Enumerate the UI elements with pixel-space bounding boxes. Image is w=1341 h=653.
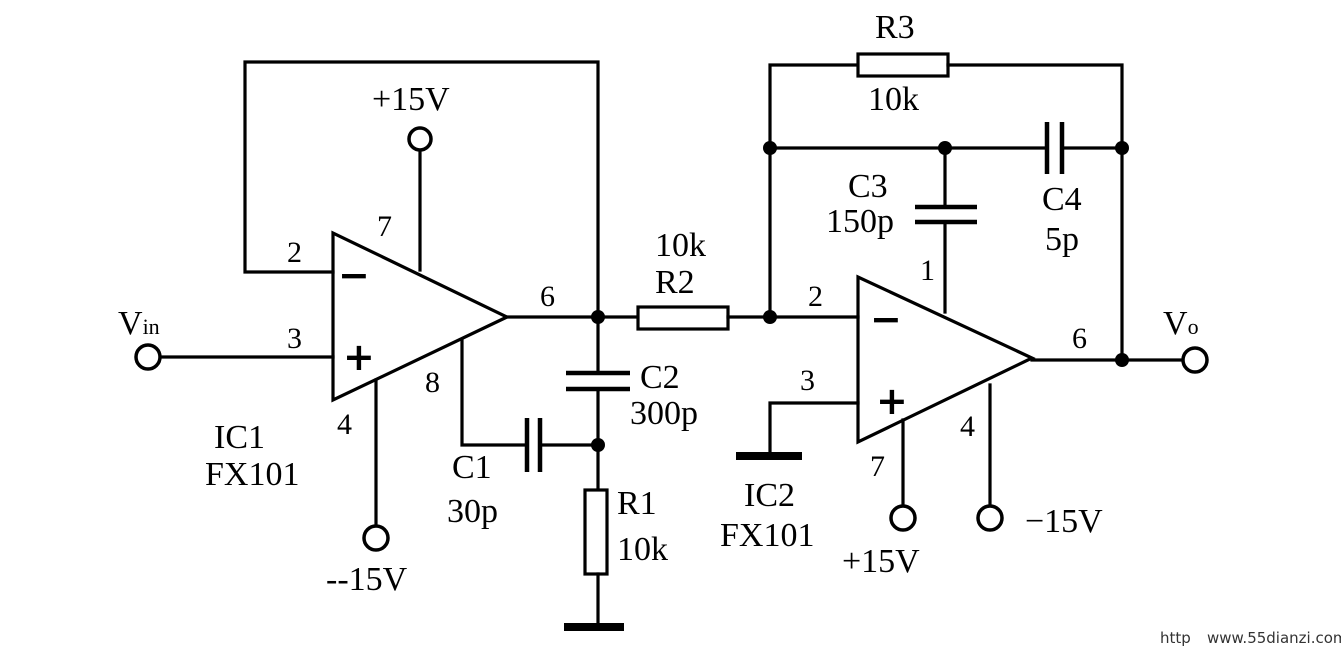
ic2-minus-sign: − [870,297,902,341]
ic2-plus15-label: +15V [842,543,920,580]
ic2-minus15-label: −15V [1025,503,1103,540]
ic2-pin7: 7 [870,450,885,483]
ic2-pin3: 3 [800,364,815,397]
vin-terminal[interactable] [134,343,162,371]
ic1-pin2: 2 [287,236,302,269]
ic2-pin4: 4 [960,410,975,443]
c3-name: C3 [848,168,888,205]
ic1-pin4: 4 [337,408,352,441]
c2-name: C2 [640,359,680,396]
vin-label: Vin [118,305,160,342]
ic1-minus15-label: --15V [326,561,408,598]
ic2-plus-sign: + [876,379,908,423]
r2-name: R2 [655,264,695,301]
c1-c2-r1-node [591,438,605,452]
vo-terminal[interactable] [1181,346,1209,374]
r3-name: R3 [875,9,915,46]
r1-value: 10k [617,531,668,568]
ic1-pin7: 7 [377,210,392,243]
r3-value: 10k [868,81,919,118]
vo-label: Vo [1163,305,1199,342]
ic2-part: FX101 [720,517,814,554]
r2-value: 10k [655,227,706,264]
r3-wire-right [946,63,1124,362]
ic1-plus15-label: +15V [372,81,450,118]
ic1-part: FX101 [205,456,299,493]
c2-value: 300p [630,395,698,432]
feedback-node-left [763,141,777,155]
ic2-minus15-terminal[interactable] [976,504,1004,532]
ic2-name: IC2 [744,477,795,514]
r3-resistor [856,52,950,78]
r1-resistor [583,488,609,576]
ic2-output-node [1115,353,1129,367]
ic2-feedback-left-wire [768,63,860,319]
ic1-pin6: 6 [540,280,555,313]
ic2-pin1: 1 [920,254,935,287]
c3-value: 150p [826,203,894,240]
ic2-noninv-wire [768,401,860,457]
ic2-pin6: 6 [1072,322,1087,355]
c4-name: C4 [1042,181,1082,218]
ic1-minus15-terminal[interactable] [362,524,390,552]
c1-value: 30p [447,493,498,530]
ic1-plus15-terminal[interactable] [407,126,433,152]
watermark-left: http [1160,629,1191,647]
ic1-minus-sign: − [338,253,370,297]
ic1-opamp-symbol [331,230,511,403]
feedback-node-right [1115,141,1129,155]
ic2-plus15-terminal[interactable] [889,504,917,532]
c4-value: 5p [1045,221,1079,258]
ic1-plus-sign: + [343,335,375,379]
watermark-right: www.55dianzi.com [1207,629,1341,647]
ic1-comp-wire [460,338,527,447]
ic1-name: IC1 [214,419,265,456]
ic2-pin2: 2 [808,280,823,313]
r2-resistor [636,305,730,331]
r1-name: R1 [617,485,657,522]
ic1-pin8: 8 [425,366,440,399]
ic1-pin3: 3 [287,322,302,355]
c1-name: C1 [452,449,492,486]
ic2-opamp-symbol [856,274,1036,445]
ic1-feedback-wire [243,60,600,319]
